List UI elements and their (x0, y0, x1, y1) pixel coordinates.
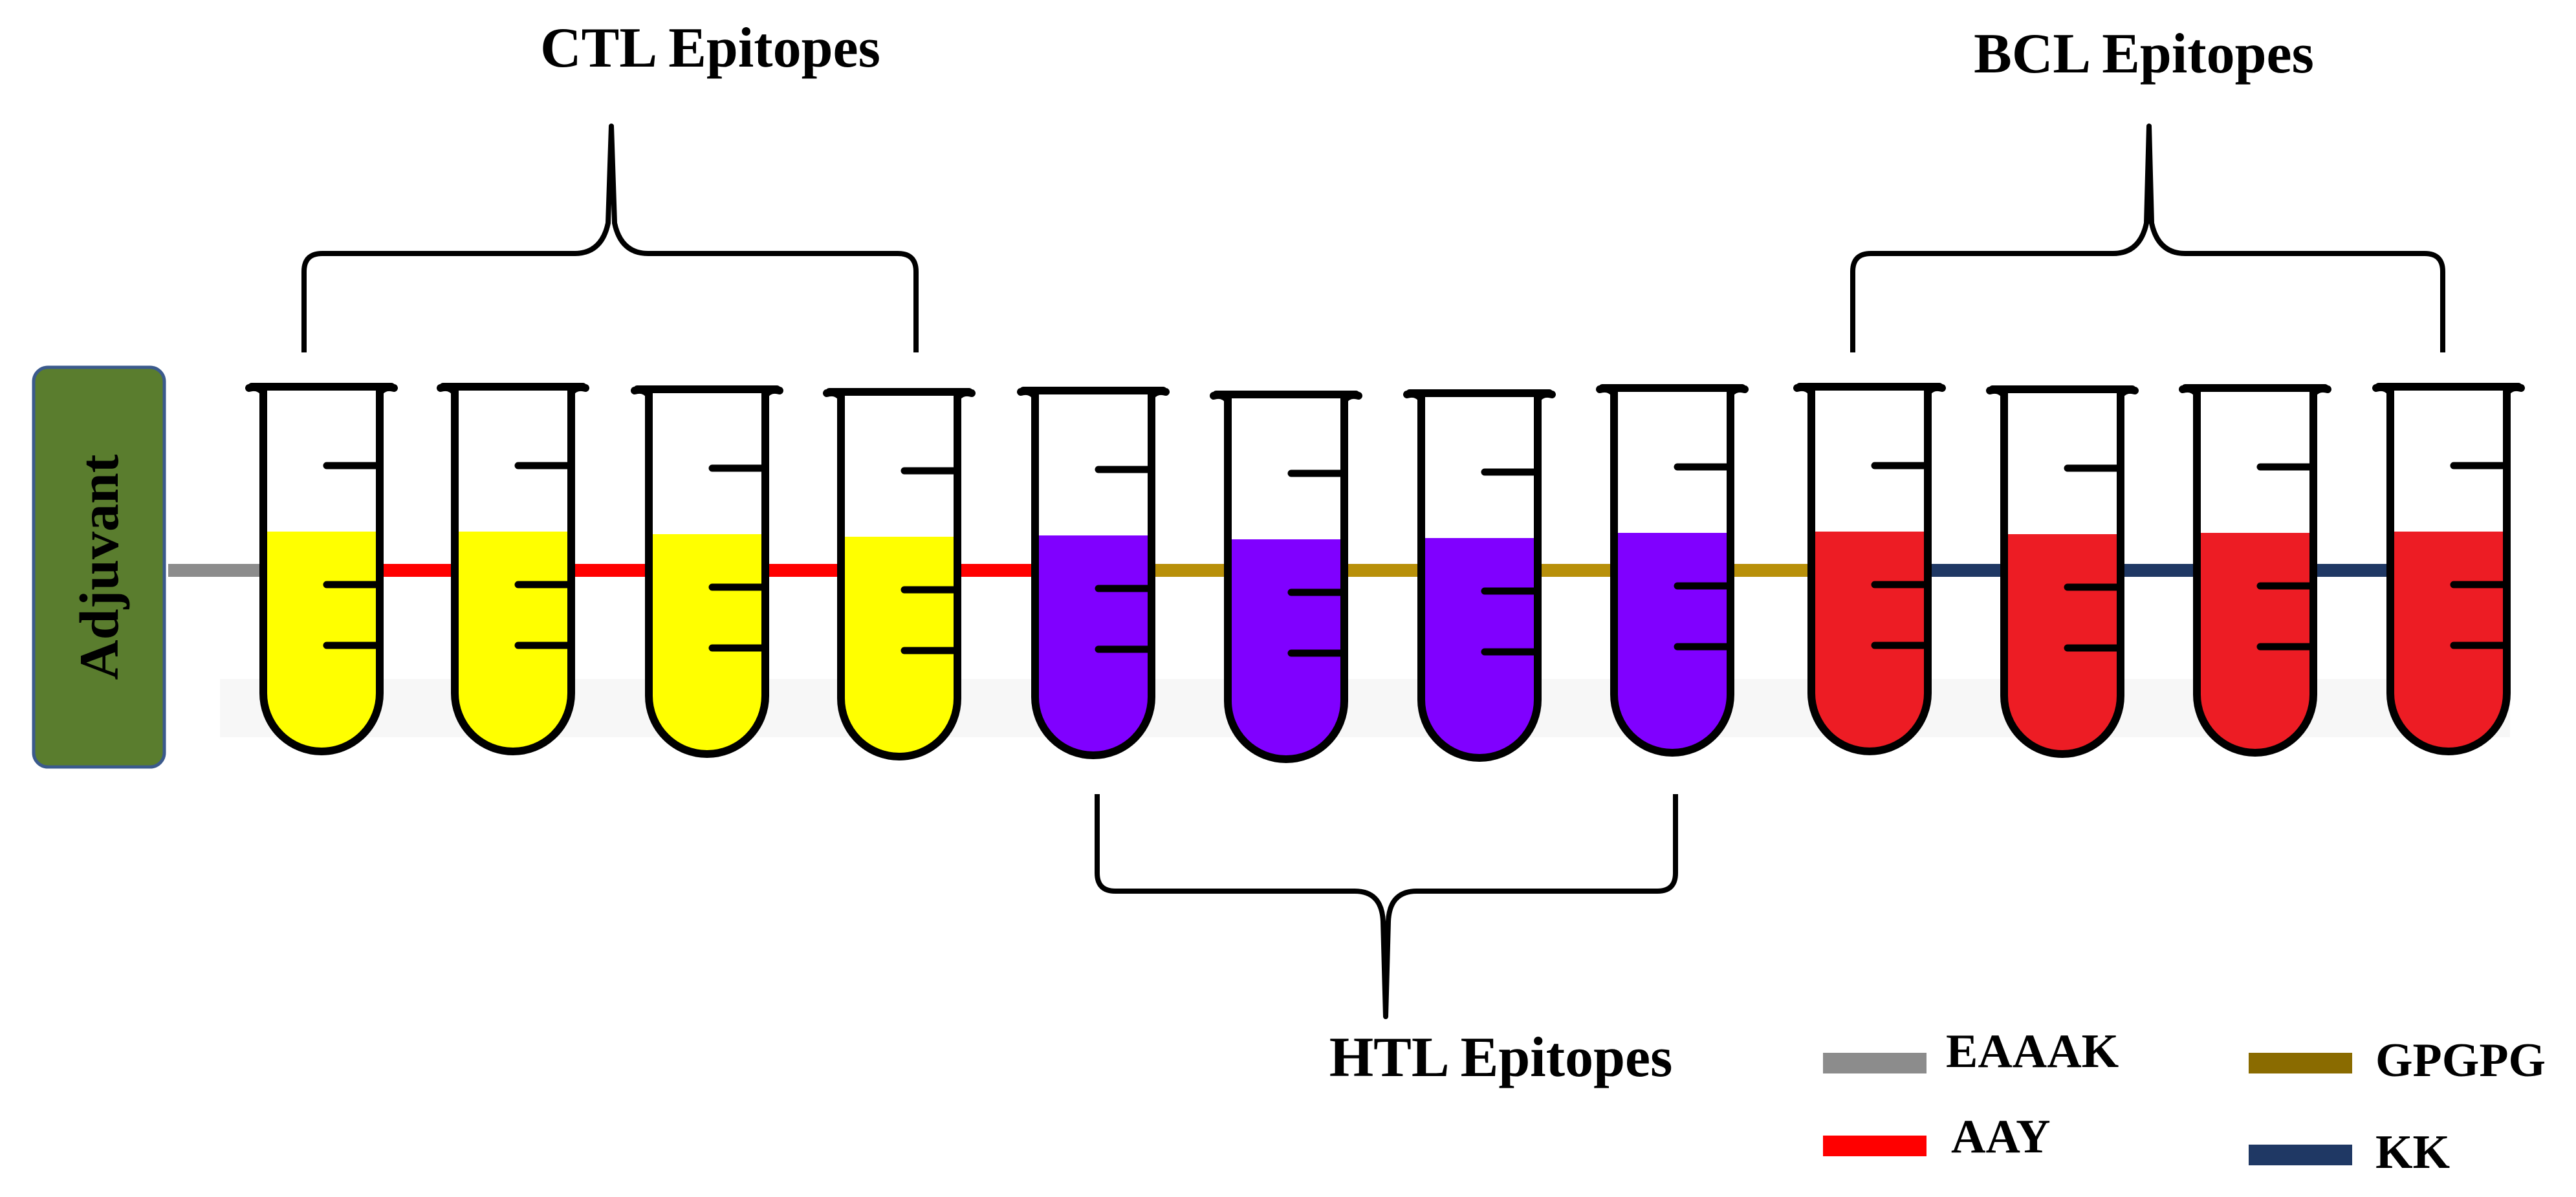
legend-label-aay: AAY (1951, 1110, 2051, 1163)
tube-outline (1610, 389, 1734, 757)
tube-htl-4 (1596, 384, 1749, 757)
bcl-epitopes-title: BCL Epitopes (1974, 23, 2314, 85)
tube-liquid (2197, 533, 2313, 753)
tube-rim (631, 385, 783, 398)
adjuvant-label: Adjuvant (68, 454, 130, 680)
tube-liquid (1811, 532, 1928, 751)
legend-swatch-eaaak (1823, 1053, 1927, 1073)
tube-rim (245, 383, 398, 396)
tube-rim (1017, 387, 1170, 400)
tube-liquid (1035, 535, 1152, 755)
tube-outline (1807, 388, 1932, 755)
tube-bcl-1 (1793, 383, 1946, 755)
tube-liquid (263, 532, 380, 751)
tube-liquid (2004, 534, 2121, 754)
tube-rim (1210, 391, 1362, 404)
tube-outline (837, 393, 961, 760)
tube-rim (1403, 389, 1556, 402)
tube-outline (2000, 391, 2124, 758)
tube-htl-1 (1017, 387, 1170, 759)
tube-outline (2193, 389, 2317, 757)
reflection-band (220, 679, 2510, 737)
htl-epitopes-title: HTL Epitopes (1329, 1026, 1673, 1089)
tube-rim (1596, 384, 1749, 397)
epitope-tubes (245, 383, 2525, 763)
tube-ctl-1 (245, 383, 398, 755)
tube-bcl-3 (2179, 384, 2331, 757)
tube-liquid (841, 537, 957, 757)
legend-label-gpgpg: GPGPG (2375, 1034, 2546, 1087)
tube-liquid (1421, 538, 1538, 758)
legend-item-aay: AAY (1823, 1110, 2051, 1163)
ctl-epitopes-title: CTL Epitopes (540, 17, 880, 80)
tube-rim (437, 383, 589, 396)
tube-outline (1417, 394, 1542, 762)
tube-rim (1986, 385, 2139, 398)
tube-ctl-2 (437, 383, 589, 755)
legend-item-kk: KK (2249, 1126, 2450, 1179)
tube-htl-2 (1210, 391, 1362, 763)
tube-liquid (1228, 539, 1344, 759)
htl-brace (1095, 794, 1678, 1019)
legend-item-eaaak: EAAAK (1823, 1025, 2119, 1078)
tube-rim (823, 388, 976, 401)
tube-outline (1224, 396, 1348, 763)
tube-liquid (2390, 532, 2507, 751)
tube-outline (645, 391, 769, 758)
tube-ctl-3 (631, 385, 783, 758)
tube-outline (451, 388, 575, 755)
tube-liquid (1614, 533, 1730, 753)
tube-rim (1793, 383, 1946, 396)
tube-ctl-4 (823, 388, 976, 760)
legend-label-kk: KK (2375, 1126, 2450, 1179)
tube-liquid (455, 532, 571, 751)
ctl-brace (301, 124, 919, 352)
legend-swatch-aay (1823, 1136, 1927, 1156)
legend-label-eaaak: EAAAK (1946, 1025, 2119, 1078)
tube-outline (1031, 392, 1155, 759)
legend-swatch-gpgpg (2249, 1053, 2352, 1073)
tube-outline (259, 388, 384, 755)
tube-bcl-2 (1986, 385, 2139, 758)
tube-outline (2386, 388, 2511, 755)
tube-liquid (649, 534, 765, 754)
adjuvant-block: Adjuvant (32, 365, 166, 769)
adjuvant-box (32, 365, 166, 769)
bcl-brace (1850, 124, 2445, 352)
legend-item-gpgpg: GPGPG (2249, 1034, 2546, 1087)
legend-swatch-kk (2249, 1145, 2352, 1165)
legend: EAAAK GPGPG AAY KK (1823, 1025, 2546, 1179)
tube-htl-3 (1403, 389, 1556, 762)
tube-rim (2179, 384, 2331, 397)
tube-rim (2372, 383, 2525, 396)
tube-bcl-4 (2372, 383, 2525, 755)
